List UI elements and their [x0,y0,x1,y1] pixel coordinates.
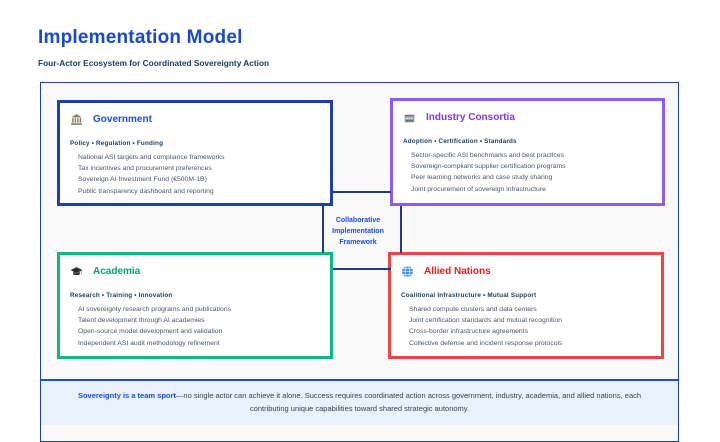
actor-item: Collective defense and incident response… [409,339,563,347]
actor-item: Sector-specific ASI benchmarks and best … [411,152,564,159]
actor-title: Government [93,113,152,125]
center-label-line: Framework [339,239,377,247]
center-label-line: Implementation [332,228,384,236]
connector-industry-allied [400,206,402,253]
actor-tagline: Policy • Regulation • Funding [70,140,164,147]
actor-item: Tax incentives and procurement preferenc… [78,165,212,173]
actor-title: Academia [93,265,141,277]
page-title: Implementation Model [38,27,243,48]
actor-title: Industry Consortia [426,111,515,123]
footer-callout: Sovereignty is a team sport—no single ac… [41,379,678,426]
actor-card-academia: Academia Research • Training • Innovatio… [57,252,333,359]
connector-government-academia [322,206,324,253]
actor-item: Sovereign AI Investment Fund (€500M-1B) [78,176,207,184]
actor-title: Allied Nations [424,265,491,277]
actor-item: Joint procurement of sovereign infrastru… [411,185,546,193]
actor-item: Public transparency dashboard and report… [78,187,214,195]
center-label-line: Collaborative [335,217,381,224]
actor-items: Sector-specific ASI benchmarks and best … [393,152,662,193]
actor-header: Industry Consortia [393,101,662,124]
actor-items: Shared compute clusters and data centers… [391,306,661,347]
actor-item: Sovereign-compliant supplier certificati… [411,163,566,171]
factory-building-icon [403,111,416,124]
connector-government-industry [333,191,391,193]
actor-tagline: Adoption • Certification • Standards [403,138,517,145]
center-framework-label: Collaborative Implementation Framework [318,215,398,249]
actor-item: Independent ASI audit methodology refine… [78,339,220,347]
connector-academia-allied [333,268,391,270]
actor-tagline: Coalitional Infrastructure • Mutual Supp… [401,292,537,299]
globe-icon [401,265,414,278]
actor-tagline: Research • Training • Innovation [70,292,173,299]
actor-card-government: Government Policy • Regulation • Funding… [57,100,333,206]
page-subtitle: Four-Actor Ecosystem for Coordinated Sov… [38,58,270,68]
actor-item: Talent development through AI academies [78,317,205,325]
actor-item: Peer learning networks and case study sh… [411,174,553,182]
footer-body-text: —no single actor can achieve it alone. S… [175,391,642,414]
actor-item: Open-source model development and valida… [78,328,223,336]
actor-item: Joint certification standards and mutual… [409,317,563,325]
actor-card-industry-consortia: Industry Consortia Adoption • Certificat… [390,98,665,206]
actor-header: Academia [60,255,330,278]
actor-header: Government [60,103,330,126]
graduation-cap-icon [70,265,83,278]
four-actor-diagram: Government Policy • Regulation • Funding… [40,82,679,442]
actor-header: Allied Nations [391,255,661,278]
actor-items: AI sovereignty research programs and pub… [60,306,330,347]
classical-building-icon [70,113,83,126]
page-header: Implementation Model Four-Actor Ecosyste… [38,27,269,68]
actor-item: Shared compute clusters and data centers [409,306,537,313]
actor-item: National ASI targets and compliance fram… [78,154,225,161]
footer-lead-text: Sovereignty is a team sport [77,391,176,400]
actor-items: National ASI targets and compliance fram… [60,154,330,195]
actor-card-allied-nations: Allied Nations Coalitional Infrastructur… [388,252,664,359]
actor-item: AI sovereignty research programs and pub… [78,306,232,313]
actor-item: Cross-border infrastructure agreements [409,328,528,336]
